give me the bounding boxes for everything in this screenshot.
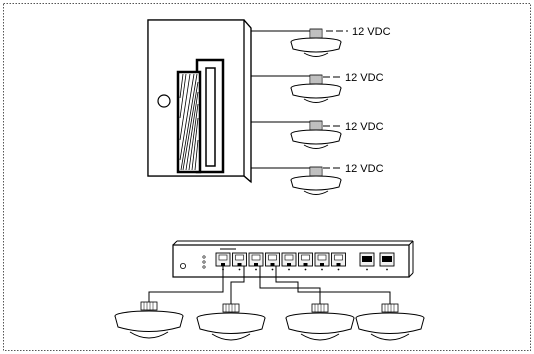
network-camera-2: [196, 303, 266, 341]
rj45-port: [331, 252, 346, 267]
rj45-port: [248, 252, 264, 267]
voltage-label-1: 12 VDC: [352, 26, 391, 38]
port-indicator: [288, 268, 290, 271]
network-camera-1: [114, 301, 184, 339]
switch-led: [202, 260, 206, 264]
diagram-frame: [3, 3, 531, 351]
rj45-port: [265, 252, 280, 267]
rj45-port: [298, 252, 313, 267]
network-cables: [148, 266, 391, 304]
sfp-port: [379, 252, 395, 267]
port-indicator: [271, 268, 274, 271]
power-camera-1: [290, 28, 342, 57]
switch-led: [202, 265, 206, 269]
power-camera-3: [290, 120, 342, 149]
power-supply-box: [147, 19, 252, 184]
port-indicator: [238, 268, 241, 271]
network-camera-4: [355, 303, 425, 341]
switch-ports: [215, 252, 395, 271]
power-camera-4: [290, 166, 342, 195]
port-indicator: [255, 268, 257, 271]
rj45-port: [215, 252, 231, 267]
sfp-port: [359, 252, 375, 267]
rj45-port: [314, 252, 330, 267]
switch-power-button: [179, 262, 186, 269]
voltage-label-4: 12 VDC: [345, 163, 384, 175]
port-indicator: [386, 268, 388, 271]
power-module-inner: [205, 67, 216, 167]
lock-icon: [157, 94, 171, 108]
voltage-labels: 12 VDC 12 VDC 12 VDC 12 VDC: [323, 26, 391, 175]
rj45-port: [232, 252, 247, 267]
voltage-label-2: 12 VDC: [345, 72, 384, 84]
port-indicator: [337, 268, 340, 271]
power-camera-2: [290, 74, 342, 103]
port-indicator: [304, 268, 307, 271]
port-indicator: [366, 268, 368, 271]
power-wires: [251, 30, 317, 172]
rj45-port: [281, 252, 297, 267]
network-camera-3: [285, 303, 355, 341]
voltage-label-3: 12 VDC: [345, 121, 384, 133]
switch-led: [202, 255, 206, 259]
port-indicator: [321, 268, 323, 271]
